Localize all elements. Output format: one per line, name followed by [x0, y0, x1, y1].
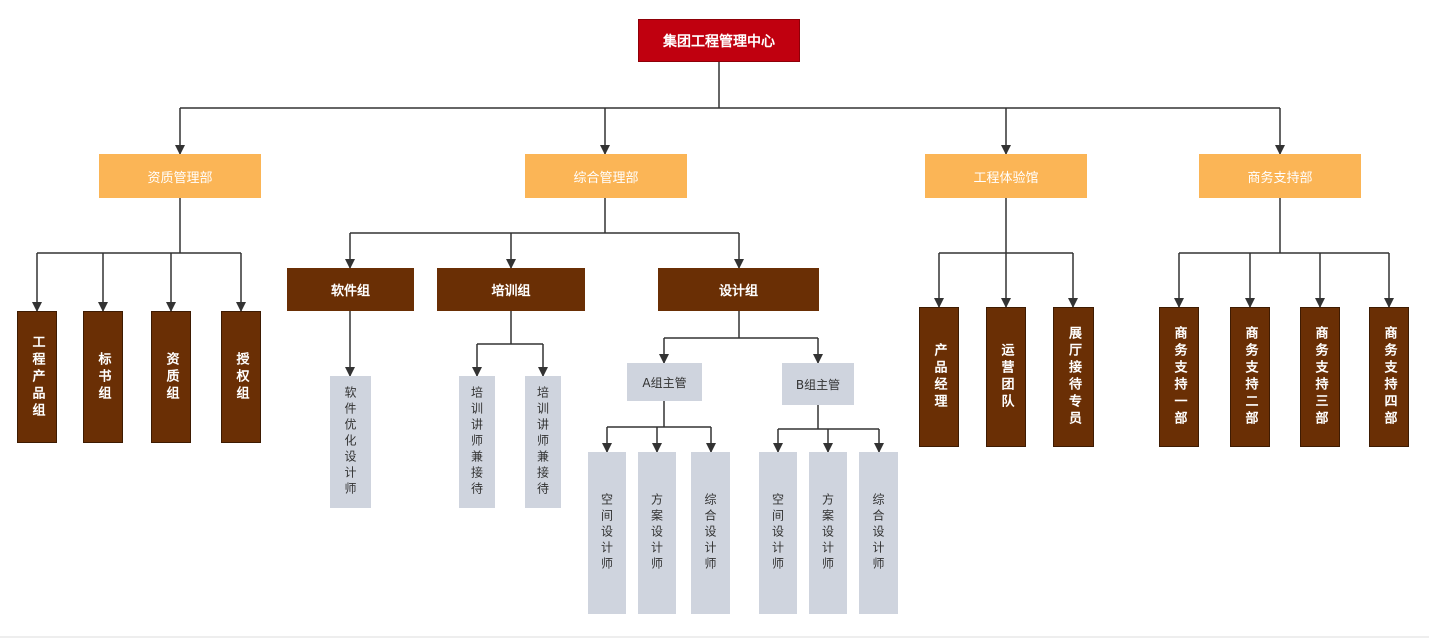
dept-node-general: 综合管理部 [525, 154, 687, 198]
dept-label: 工程体验馆 [973, 170, 1039, 186]
team-node: 标书组 [83, 311, 123, 443]
role-label: 空间设计师 [770, 493, 785, 573]
role-label: 综合设计师 [871, 493, 885, 573]
dept-label: 商务支持部 [1247, 170, 1313, 186]
role-label: 培训讲师兼接待 [535, 386, 550, 498]
team-node: 运营团队 [986, 307, 1026, 447]
role-label: 方案设计师 [649, 493, 664, 573]
team-label: 商务支持四部 [1381, 326, 1397, 428]
role-node: 综合设计师 [691, 452, 730, 614]
role-node: 空间设计师 [588, 452, 626, 614]
manager-label: A组主管 [642, 375, 687, 390]
role-node: 综合设计师 [859, 452, 898, 614]
role-node: 软件优化设计师 [330, 376, 371, 508]
team-label: 产品经理 [931, 343, 947, 411]
team-node: 展厅接待专员 [1053, 307, 1094, 447]
role-node: 方案设计师 [809, 452, 847, 614]
role-label: 综合设计师 [703, 493, 717, 573]
role-node: 方案设计师 [638, 452, 676, 614]
dept-label: 综合管理部 [573, 170, 639, 186]
team-node: 商务支持二部 [1230, 307, 1270, 447]
group-node-design: 设计组 [658, 268, 819, 311]
group-label: 设计组 [718, 284, 758, 299]
root-node: 集团工程管理中心 [638, 19, 800, 62]
role-label: 培训讲师兼接待 [469, 386, 484, 498]
team-node: 资质组 [151, 311, 191, 443]
team-label: 标书组 [95, 351, 111, 403]
team-label: 商务支持三部 [1312, 326, 1328, 428]
team-node: 授权组 [221, 311, 261, 443]
manager-node-b: B组主管 [782, 363, 854, 405]
team-label: 资质组 [163, 351, 179, 403]
role-label: 方案设计师 [820, 493, 835, 573]
team-node: 商务支持一部 [1159, 307, 1199, 447]
dept-node-business-support: 商务支持部 [1199, 154, 1361, 198]
team-node: 工程产品组 [17, 311, 57, 443]
team-node: 商务支持三部 [1300, 307, 1340, 447]
team-label: 工程产品组 [29, 334, 45, 420]
group-label: 软件组 [330, 284, 370, 299]
role-node: 培训讲师兼接待 [459, 376, 495, 508]
group-node-software: 软件组 [287, 268, 414, 311]
canvas-bottom-edge [0, 636, 1429, 638]
group-node-training: 培训组 [437, 268, 585, 311]
team-label: 授权组 [233, 351, 249, 403]
manager-node-a: A组主管 [627, 363, 702, 401]
group-label: 培训组 [491, 284, 531, 299]
root-label: 集团工程管理中心 [663, 33, 775, 50]
role-node: 空间设计师 [759, 452, 797, 614]
role-node: 培训讲师兼接待 [525, 376, 561, 508]
team-node: 商务支持四部 [1369, 307, 1409, 447]
dept-node-experience-hall: 工程体验馆 [925, 154, 1087, 198]
team-label: 商务支持二部 [1242, 326, 1258, 428]
role-label: 空间设计师 [599, 493, 614, 573]
role-label: 软件优化设计师 [343, 386, 357, 498]
dept-label: 资质管理部 [147, 170, 213, 186]
manager-label: B组主管 [795, 377, 841, 392]
team-label: 运营团队 [998, 343, 1014, 411]
dept-node-qualification: 资质管理部 [99, 154, 261, 198]
team-label: 商务支持一部 [1171, 326, 1187, 428]
team-label: 展厅接待专员 [1066, 326, 1081, 428]
team-node: 产品经理 [919, 307, 959, 447]
